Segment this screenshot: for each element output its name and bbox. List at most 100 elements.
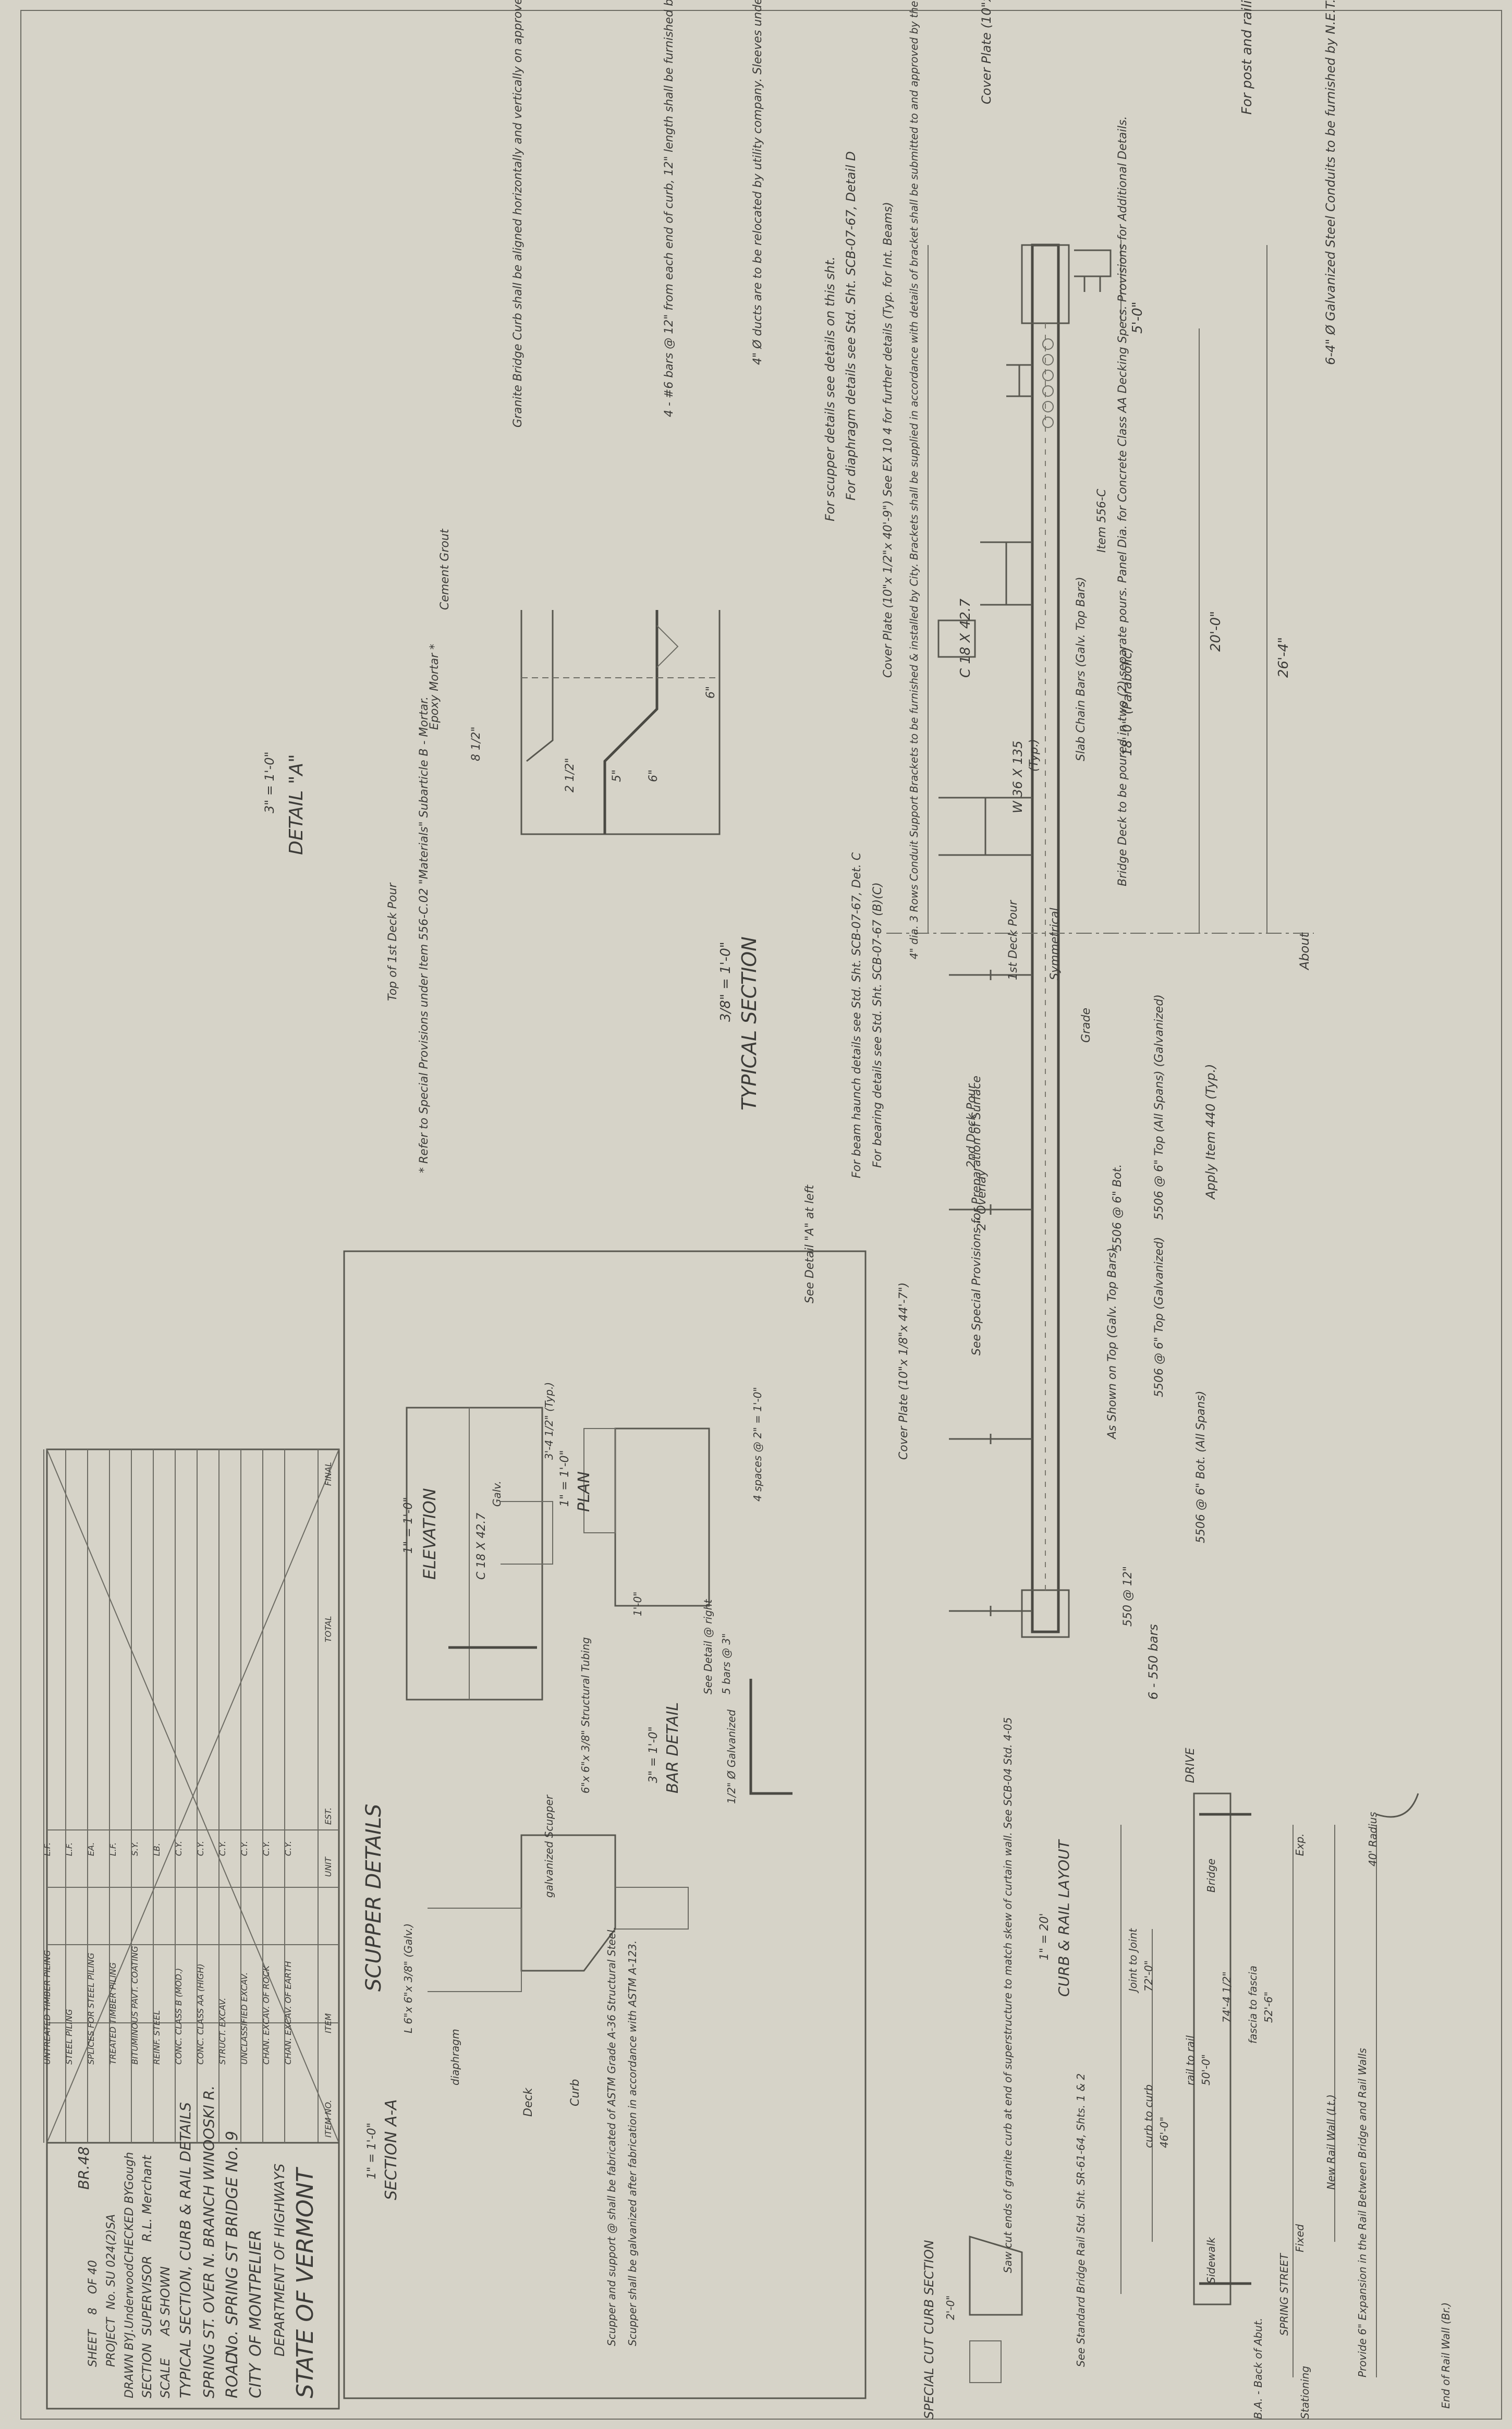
project-label: PROJECT <box>105 2316 118 2367</box>
road-line2: SPRING ST. OVER N. BRANCH WINOOSKI R. <box>200 2085 217 2398</box>
city-label: CITY <box>247 2362 265 2398</box>
overlay: 2" Overlay <box>976 1169 989 1230</box>
galv-scupper: galvanized Scupper <box>543 1794 555 1898</box>
qty-row-item: CONC. CLASS AA (HIGH) <box>196 1963 205 2065</box>
spring-street: SPRING STREET <box>1278 2253 1290 2336</box>
drawn-by-label: DRAWN BY <box>123 2335 136 2398</box>
sidewalk-curb-block <box>1021 244 1070 324</box>
state-title: STATE OF VERMONT <box>292 2167 319 2398</box>
special-prov: See Special Provisions for Preparation o… <box>970 1076 983 1356</box>
see-detail-a: See Detail "A" at left <box>803 1184 816 1303</box>
qty-row-item: BITUMINOUS PAVT. COATING <box>130 1946 140 2065</box>
end-of-rail: End of Rail Wall (Br.) <box>1440 2302 1452 2409</box>
galv-top: 5506 @ 6" Top (Galvanized) <box>1153 1237 1166 1397</box>
curb-rail-scale: 1" = 20' <box>1038 1913 1051 1960</box>
diaphragm-see-note: For diaphragm details see Std. Sht. SCB-… <box>844 151 858 501</box>
bearing-note: For bearing details see Std. Sht. SCB-07… <box>871 882 884 1168</box>
item-556c: Item 556-C <box>1095 489 1108 553</box>
checked-by-value: Gough <box>123 2152 136 2190</box>
dim-2-0: 2'-0" <box>944 2296 957 2320</box>
conduit-support-note: 4" dia. 3 Rows Conduit Support Brackets … <box>908 0 920 959</box>
rail-post <box>1074 249 1112 292</box>
qty-row-unit: C.Y. <box>239 1841 249 1856</box>
far-curb-block <box>1021 1589 1070 1638</box>
dim-50-0: 50'-0" <box>1200 2054 1212 2085</box>
scale-value: AS SHOWN <box>158 2266 173 2337</box>
qty-row-unit: L.F. <box>64 1842 74 1856</box>
detail-a-title: DETAIL "A" <box>286 754 307 855</box>
joint-to-joint: Joint to Joint <box>1127 1928 1139 1994</box>
qty-row-unit: L.F. <box>42 1842 52 1856</box>
scupper-details-box <box>343 1250 867 2399</box>
dim-26-4: 26'-4" <box>1276 637 1291 678</box>
typical-section-title: TYPICAL SECTION <box>738 936 761 1110</box>
section-aa-title: SECTION A-A <box>382 2099 400 2200</box>
elevation-title: ELEVATION <box>420 1488 440 1580</box>
curb-end-block <box>969 2340 1002 2383</box>
dim-2-half: 2 1/2" <box>564 758 577 792</box>
epoxy-note: Epoxy Mortar * <box>428 644 441 730</box>
curb-rail-title: CURB & RAIL LAYOUT <box>1055 1839 1072 1997</box>
bar-detail-title: BAR DETAIL <box>664 1702 682 1793</box>
qty-row-unit: C.Y. <box>196 1841 205 1856</box>
title-block <box>46 2142 340 2410</box>
sheet-of: OF 40 <box>87 2260 100 2294</box>
dim-6-in: 6" <box>647 770 660 782</box>
structural-note: Scupper and support @ shall be fabricate… <box>605 1926 618 2346</box>
refer-special: * Refer to Special Provisions under Item… <box>418 697 431 1173</box>
qty-row-item: TREATED TIMBER PILING <box>108 1962 118 2065</box>
scupper-title: SCUPPER DETAILS <box>362 1804 386 1992</box>
cover-plate-mid: Cover Plate (10"x 1/2"x 40'-9") See EX 1… <box>882 202 895 678</box>
exp-label: Exp. <box>1294 1833 1306 1856</box>
bar-detail-scale: 3" = 1'-0" <box>647 1726 660 1783</box>
new-rail-wall: New Rail Wall (Lt.) <box>1325 2094 1337 2190</box>
qty-header-unit: UNIT <box>323 1857 333 1877</box>
elevation-scupper-outline <box>406 1407 543 1701</box>
qty-row-item: STEEL PILING <box>64 2009 74 2065</box>
road-label: ROAD <box>223 2352 241 2398</box>
dim-72-0: 72'-0" <box>1142 1960 1155 1992</box>
qty-header-itemno: ITEM NO. <box>323 2100 333 2138</box>
scupper-c18: C 18 X 42.7 <box>475 1513 488 1580</box>
ba-label: B.A. - Back of Abut. <box>1252 2318 1264 2419</box>
scupper-text: SCUPPER DETAILS ELEVATION 1" = 1'-0" PLA… <box>362 1184 816 2346</box>
plan-title: PLAN <box>575 1471 593 1512</box>
conduit-circles <box>1042 338 1054 428</box>
title-block-text: STATE OF VERMONT DEPARTMENT OF HIGHWAYS … <box>75 2085 319 2398</box>
layout-text: CURB & RAIL LAYOUT 1" = 20' SPECIAL CUT … <box>922 1717 1452 2419</box>
qty-row-item: SPLICES FOR STEEL PILING <box>86 1953 96 2065</box>
see-detail-right: See Detail @ right <box>702 1599 714 1694</box>
radius-curve <box>1376 1793 1419 1818</box>
tubing-note: 6"x 6"x 3/8" Structural Tubing <box>579 1637 592 1793</box>
shown-top: As Shown on Top (Galv. Top Bars) <box>1106 1248 1119 1440</box>
dim-52-6: 52'-6" <box>1262 1992 1275 2023</box>
detail-a-view <box>520 610 721 835</box>
s5-bot-all: 5506 @ 6" Bot. (All Spans) <box>1194 1391 1208 1544</box>
slab-chain-bars: Slab Chain Bars (Galv. Top Bars) <box>1075 577 1088 761</box>
dim-6-a: 6" <box>704 686 717 699</box>
supervisor-label: SUPERVISOR <box>140 2256 154 2336</box>
fixed-label: Fixed <box>1294 2224 1306 2252</box>
apply-440: Apply Item 440 (Typ.) <box>1203 1064 1218 1200</box>
scale-label: SCALE <box>158 2358 173 2398</box>
curb-to-curb: curb to curb <box>1142 2084 1155 2148</box>
qty-row-unit: L.F. <box>108 1842 118 1856</box>
conduit-reloc-note: 4" Ø ducts are to be relocated by utilit… <box>751 0 764 365</box>
dim-5-in: 5" <box>611 770 624 782</box>
section-label: SECTION <box>140 2343 154 2398</box>
beam-typ: (Typ.) <box>1028 739 1041 772</box>
diaphragm-label: diaphragm <box>449 2029 461 2085</box>
second-deck-pour: 2nd Deck Pour <box>965 1083 978 1168</box>
qty-row-unit: LB. <box>152 1843 162 1856</box>
qty-header-total: TOTAL <box>323 1616 333 1642</box>
fascia-label: fascia to fascia <box>1247 1966 1259 2044</box>
deck-label: Deck <box>522 2087 535 2117</box>
typical-section-view <box>886 240 1314 1638</box>
steel-beams <box>937 364 1032 1616</box>
stationing: Stationing <box>1299 2366 1311 2419</box>
symmetrical: Symmetrical <box>1048 908 1062 980</box>
angle-label: L 6"x 6"x 3/8" (Galv.) <box>402 1923 414 2033</box>
